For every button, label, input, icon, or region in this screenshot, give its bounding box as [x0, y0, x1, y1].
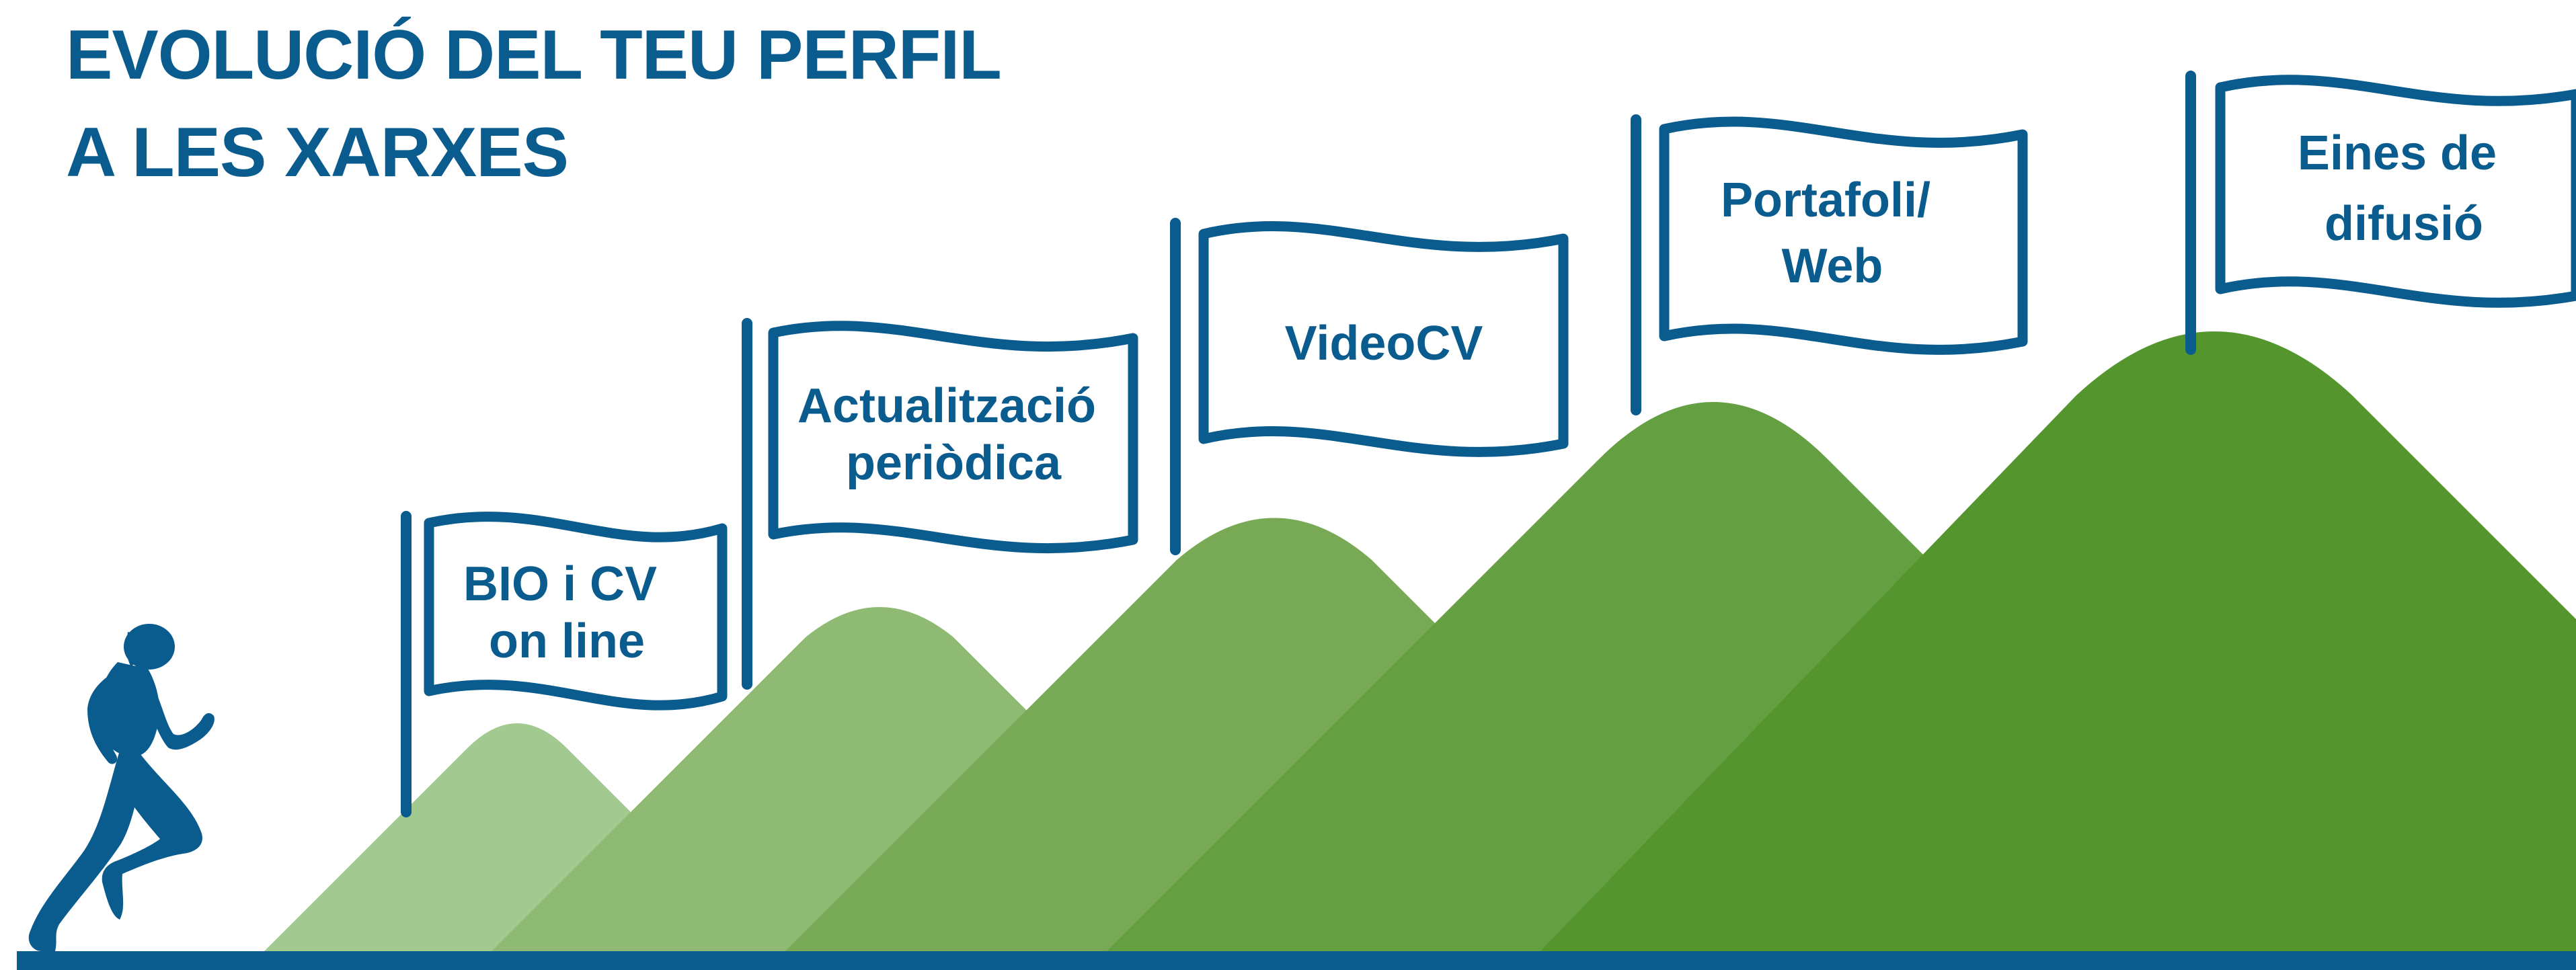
- runner-silhouette-icon: [28, 624, 214, 951]
- flag-label: Actualització periòdica: [797, 379, 1109, 490]
- flag-label: Eines de difusió: [2298, 126, 2510, 251]
- flag-portafoli-web: Portafoli/ Web: [1631, 114, 2028, 415]
- flag-banner: [424, 512, 728, 711]
- flag-label: Portafoli/ Web: [1721, 173, 1944, 293]
- flag-label: BIO i CV on line: [463, 557, 670, 668]
- hill-5: [1538, 331, 2576, 953]
- flag-banner: [768, 321, 1138, 554]
- flag-videocv: VideoCV: [1170, 218, 1569, 555]
- flag-banner: [1659, 116, 2028, 355]
- flag-actualitzacio: Actualització periòdica: [742, 318, 1138, 690]
- flag-bio-cv: BIO i CV on line: [401, 511, 728, 817]
- flag-banner: [2215, 75, 2576, 308]
- page-title: EVOLUCIÓ DEL TEU PERFIL A LES XARXES: [66, 7, 1002, 202]
- flag-label: VideoCV: [1285, 317, 1483, 370]
- title-line-1: EVOLUCIÓ DEL TEU PERFIL: [66, 16, 1002, 94]
- flag-eines-difusio: Eines de difusió: [2185, 71, 2576, 355]
- flag-banner: [1198, 221, 1569, 457]
- ground-line: [17, 951, 2576, 970]
- title-line-2: A LES XARXES: [66, 114, 569, 192]
